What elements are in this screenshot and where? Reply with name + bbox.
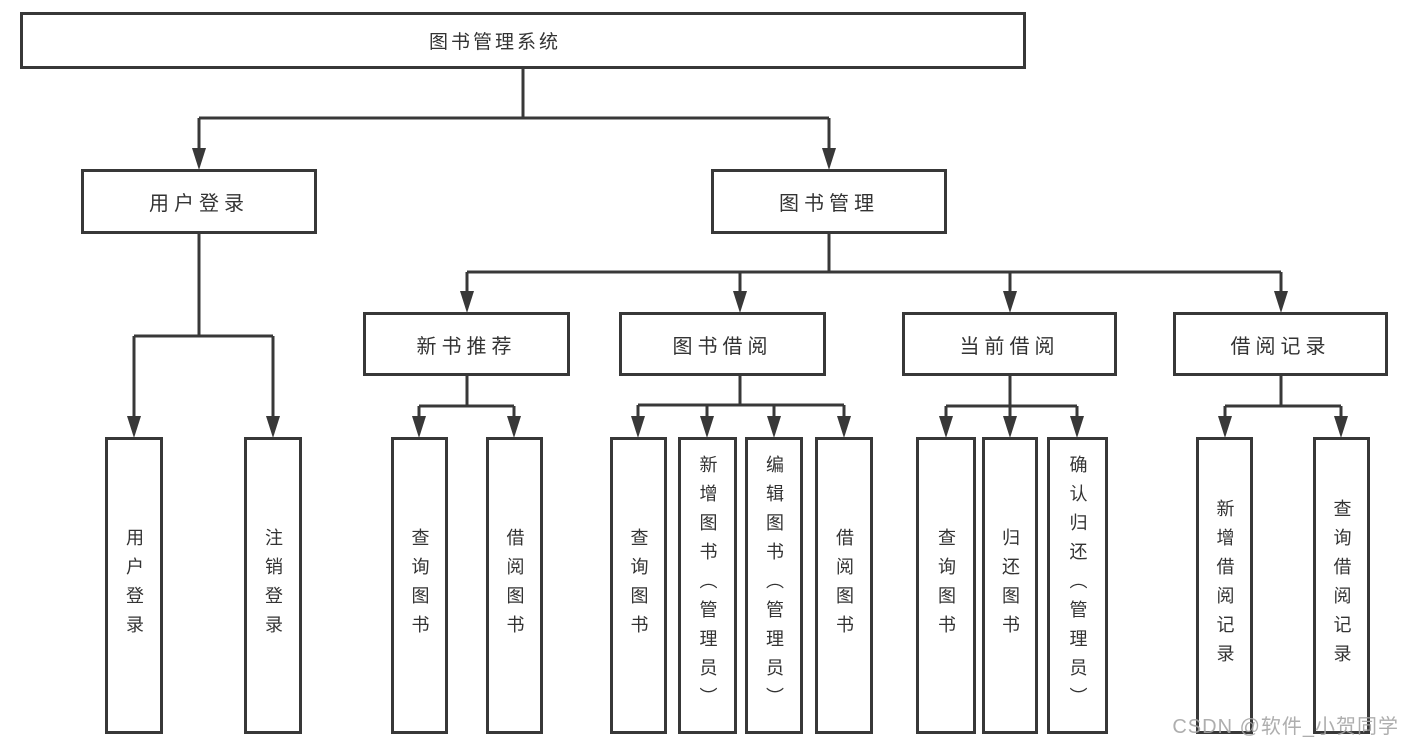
leaf-borrow-books-recommend: 借阅图书 <box>486 437 543 734</box>
node-user-login: 用户登录 <box>81 169 317 234</box>
node-label: 借阅图书 <box>834 527 854 644</box>
leaf-user-login: 用户登录 <box>105 437 163 734</box>
node-current-borrowing: 当前借阅 <box>902 312 1117 376</box>
node-label: 用户登录 <box>124 527 144 644</box>
node-label: 当前借阅 <box>959 335 1060 358</box>
leaf-query-books-recommend: 查询图书 <box>391 437 448 734</box>
leaf-add-books-admin: 新增图书（管理员） <box>678 437 737 734</box>
leaf-add-borrow-record: 新增借阅记录 <box>1196 437 1253 734</box>
node-new-book-recommend: 新书推荐 <box>363 312 570 376</box>
leaf-query-borrow-record: 查询借阅记录 <box>1313 437 1370 734</box>
node-label: 新增图书（管理员） <box>697 455 718 716</box>
node-label: 查询借阅记录 <box>1331 498 1352 673</box>
csdn-watermark: CSDN @软件_小贺同学 <box>1172 716 1399 738</box>
node-label: 查询图书 <box>409 527 430 644</box>
node-book-management: 图书管理 <box>711 169 947 234</box>
leaf-query-books-borrowing: 查询图书 <box>610 437 667 734</box>
node-label: 图书借阅 <box>672 335 773 358</box>
node-label: 编辑图书（管理员） <box>764 455 784 716</box>
leaf-borrow-books: 借阅图书 <box>815 437 873 734</box>
node-label: 借阅记录 <box>1230 335 1331 358</box>
node-label: 归还图书 <box>1000 527 1020 644</box>
node-label: 查询图书 <box>628 527 649 644</box>
node-book-borrowing: 图书借阅 <box>619 312 826 376</box>
node-label: 借阅图书 <box>504 527 525 644</box>
leaf-confirm-return-admin: 确认归还（管理员） <box>1047 437 1108 734</box>
leaf-edit-books-admin: 编辑图书（管理员） <box>745 437 803 734</box>
leaf-return-books: 归还图书 <box>982 437 1038 734</box>
node-label: 注销登录 <box>263 527 283 644</box>
node-label: 图书管理 <box>779 193 879 215</box>
node-label: 图书管理系统 <box>428 32 561 53</box>
node-label: 新增借阅记录 <box>1214 498 1235 673</box>
node-label: 确认归还（管理员） <box>1067 455 1088 716</box>
node-label: 查询图书 <box>936 527 956 644</box>
node-label: 新书推荐 <box>416 335 517 358</box>
node-borrowing-records: 借阅记录 <box>1173 312 1388 376</box>
leaf-logout: 注销登录 <box>244 437 302 734</box>
arrowheads <box>127 148 1348 438</box>
node-label: 用户登录 <box>149 193 249 215</box>
leaf-query-books-current: 查询图书 <box>916 437 976 734</box>
node-library-system: 图书管理系统 <box>20 12 1026 69</box>
